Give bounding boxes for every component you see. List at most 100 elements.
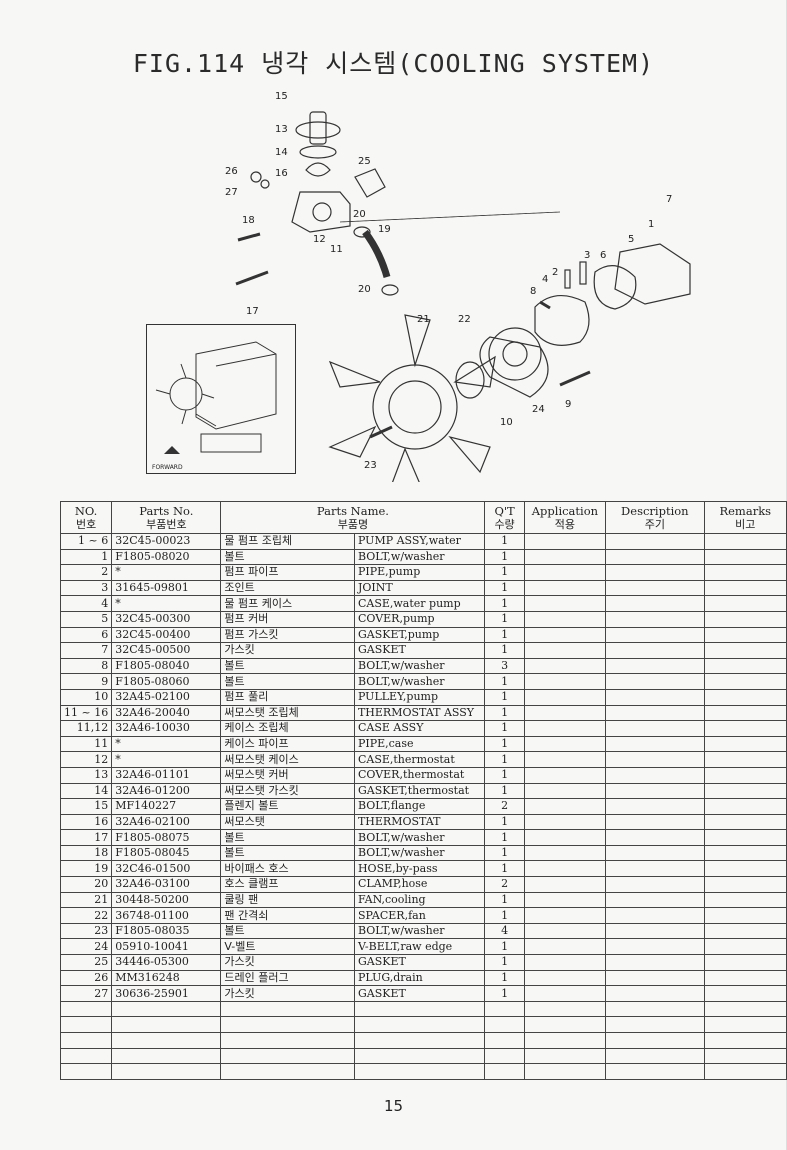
empty-cell	[523, 1032, 607, 1049]
cell-part-no: 30448-50200	[111, 891, 222, 909]
cell-application	[523, 673, 607, 690]
gasket-25	[354, 168, 386, 198]
cell-name-kr: 펌프 풀리	[220, 688, 355, 706]
callout-18: 18	[242, 215, 255, 226]
empty-cell	[353, 1047, 486, 1065]
cell-part-no: *	[111, 595, 222, 612]
cell-name-kr: V-벨트	[220, 938, 355, 956]
cell-part-no: 32A46-20040	[111, 704, 222, 722]
empty-cell	[220, 1000, 355, 1018]
cell-no: 9	[59, 673, 113, 690]
cell-application	[523, 610, 607, 628]
cell-qty: 1	[484, 954, 525, 971]
empty-cell	[353, 1016, 486, 1033]
empty-cell	[111, 1016, 222, 1033]
empty-cell	[111, 1047, 222, 1065]
callout-8: 8	[530, 286, 536, 297]
engine-inset: FORWARD	[146, 324, 296, 474]
callout-12: 12	[313, 234, 326, 245]
empty-cell	[605, 1063, 705, 1080]
cell-remarks	[703, 969, 787, 987]
cell-part-no: 31645-09801	[111, 579, 222, 597]
cell-description	[605, 579, 705, 597]
cell-name-kr: 케이스 파이프	[220, 735, 355, 753]
col-no: NO.번호	[59, 501, 113, 534]
empty-cell	[605, 1016, 705, 1033]
empty-row	[59, 1047, 787, 1065]
cell-application	[523, 533, 607, 550]
cell-name-en: BOLT,w/washer	[353, 673, 486, 690]
cell-description	[605, 829, 705, 846]
cell-description	[605, 954, 705, 971]
cell-name-kr: 써모스탯	[220, 813, 355, 831]
cell-no: 26	[59, 969, 113, 987]
cell-name-en: BOLT,w/washer	[353, 548, 486, 566]
cell-description	[605, 891, 705, 909]
cell-remarks	[703, 891, 787, 909]
cell-application	[523, 735, 607, 753]
cell-remarks	[703, 798, 787, 815]
cell-part-no: F1805-08045	[111, 844, 222, 862]
cell-remarks	[703, 985, 787, 1002]
empty-cell	[703, 1032, 787, 1049]
empty-cell	[59, 1000, 113, 1018]
pump-case	[534, 295, 590, 346]
cell-qty: 1	[484, 860, 525, 878]
cell-description	[605, 610, 705, 628]
cell-description	[605, 922, 705, 940]
cell-description	[605, 969, 705, 987]
cell-name-en: BOLT,w/washer	[353, 844, 486, 862]
cell-remarks	[703, 704, 787, 722]
cell-application	[523, 564, 607, 581]
cell-name-en: GASKET	[353, 954, 486, 971]
callout-14: 14	[275, 147, 288, 158]
col-parts-name: Parts Name.부품명	[220, 501, 486, 534]
empty-cell	[220, 1032, 355, 1049]
cell-name-en: COVER,pump	[353, 610, 486, 628]
cell-no: 11,12	[59, 720, 113, 737]
empty-cell	[484, 1016, 525, 1033]
cell-part-no: 30636-25901	[111, 985, 222, 1002]
cell-application	[523, 548, 607, 566]
cell-no: 8	[59, 657, 113, 675]
callout-23: 23	[364, 460, 377, 471]
callout-7: 7	[666, 194, 672, 205]
cell-part-no: F1805-08020	[111, 548, 222, 566]
cell-name-kr: 쿨링 팬	[220, 891, 355, 909]
cell-application	[523, 907, 607, 924]
cell-description	[605, 673, 705, 690]
cell-name-kr: 볼트	[220, 829, 355, 846]
cell-no: 27	[59, 985, 113, 1002]
callout-4: 4	[542, 274, 548, 285]
cell-name-en: CLAMP,hose	[353, 876, 486, 893]
callout-5: 5	[628, 234, 634, 245]
empty-cell	[703, 1047, 787, 1065]
empty-cell	[484, 1047, 525, 1065]
cell-name-en: THERMOSTAT	[353, 813, 486, 831]
cell-qty: 1	[484, 704, 525, 722]
cell-application	[523, 626, 607, 644]
cell-description	[605, 876, 705, 893]
cell-description	[605, 985, 705, 1002]
empty-cell	[111, 1063, 222, 1080]
cell-no: 17	[59, 829, 113, 846]
callout-16: 16	[275, 168, 288, 179]
cell-name-en: CASE,thermostat	[353, 751, 486, 768]
cell-part-no: *	[111, 564, 222, 581]
cell-remarks	[703, 579, 787, 597]
cell-description	[605, 844, 705, 862]
empty-cell	[111, 1000, 222, 1018]
cell-qty: 1	[484, 673, 525, 690]
cell-qty: 1	[484, 766, 525, 784]
cell-no: 14	[59, 782, 113, 800]
cell-name-kr: 조인트	[220, 579, 355, 597]
cell-name-en: CASE,water pump	[353, 595, 486, 612]
cell-name-en: PUMP ASSY,water	[353, 533, 486, 550]
cell-description	[605, 813, 705, 831]
